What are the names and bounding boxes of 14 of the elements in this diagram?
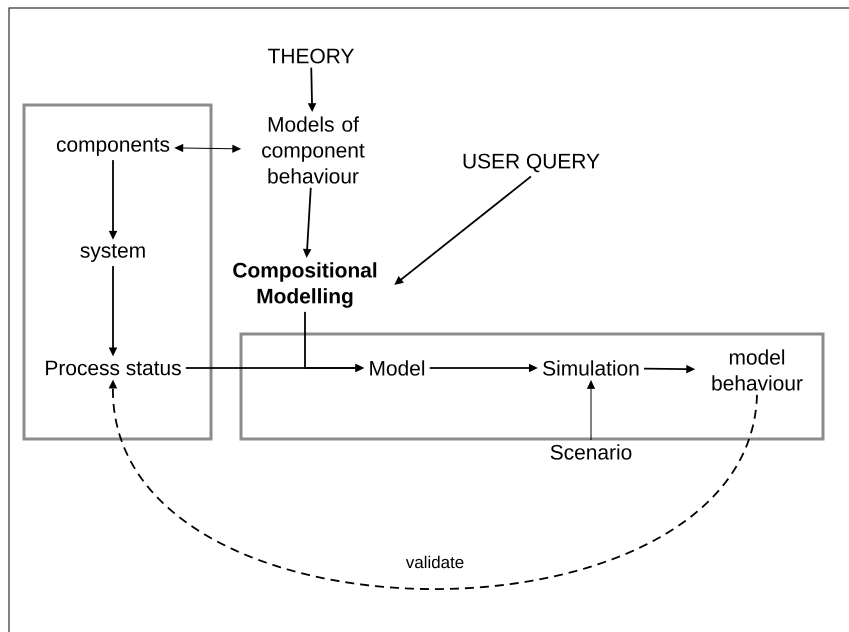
text-label: components [56, 138, 170, 156]
frame-box [240, 332, 824, 440]
text-label: Models of component behaviour [262, 116, 365, 184]
text-label: model behaviour [712, 349, 803, 391]
text-label: Scenario [550, 444, 632, 460]
text-label: USER QUERY [464, 154, 600, 172]
text-label: Simulation [543, 360, 638, 376]
bold-label: Compositional Modelling [233, 262, 376, 308]
frame-box [22, 103, 212, 440]
edge-label: validate [404, 554, 466, 570]
text-label: Process status [46, 360, 181, 376]
text-label: THEORY [268, 48, 354, 64]
text-label: system [80, 244, 145, 262]
text-label: Model [370, 360, 424, 376]
